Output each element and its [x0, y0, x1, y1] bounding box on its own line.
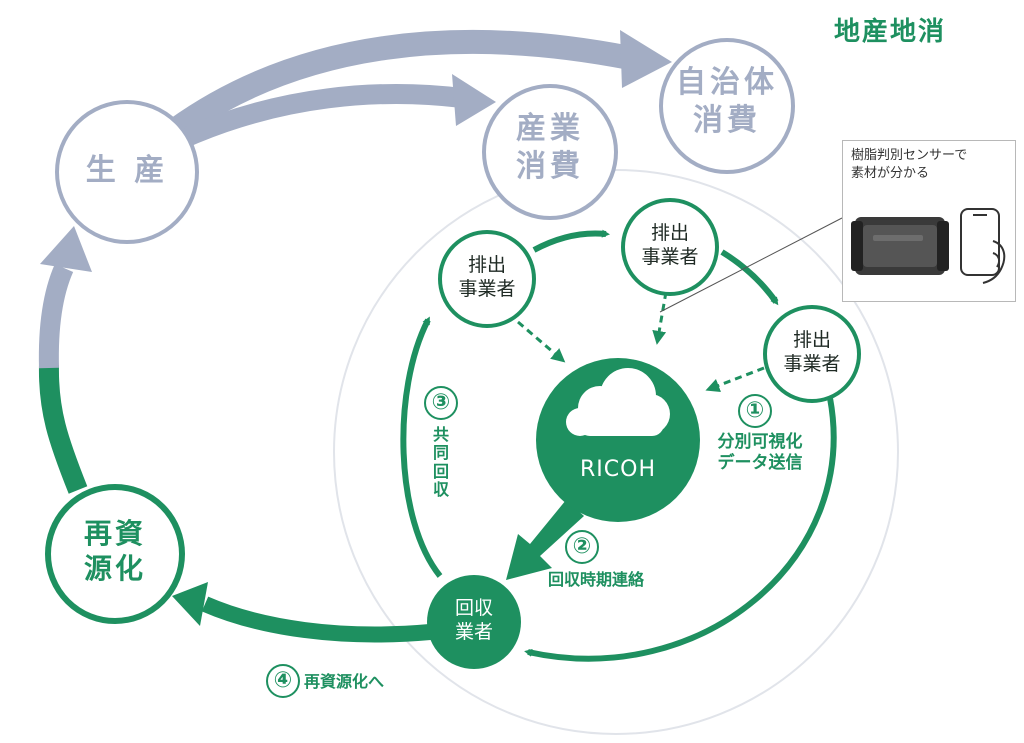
step2-number: ② — [565, 530, 599, 564]
node-industrial-consumption — [482, 84, 618, 220]
step3-label: 共 同 回 収 — [432, 425, 449, 500]
diagram-title: 地産地消 — [833, 17, 946, 47]
arrowhead-industrial — [452, 74, 496, 126]
callout-icons — [851, 208, 1006, 284]
node-production — [55, 100, 199, 244]
arrow-production-to-municipal — [167, 29, 633, 140]
arrow-emitter-c-to-collector — [524, 397, 837, 662]
dashed-arrow-emitter-c-to-ricoh — [705, 366, 765, 393]
label-emitter-b: 排出 事業者 — [641, 222, 699, 268]
step1-number: ① — [738, 394, 772, 428]
arrowhead-step4 — [172, 582, 208, 626]
label-emitter-c: 排出 事業者 — [783, 329, 841, 375]
dashed-arrow-emitter-b-to-ricoh — [652, 291, 668, 345]
sensor-device-icon — [851, 217, 949, 275]
arrow-step4 — [201, 596, 431, 643]
arrow-production-to-industrial — [175, 84, 464, 150]
smartphone-hand-icon — [960, 208, 1006, 284]
arrow-emitter-b-to-c — [720, 249, 779, 306]
step1-label: 分別可視化 データ送信 — [717, 432, 803, 474]
step2-label: 回収時期連絡 — [548, 570, 645, 589]
label-emitter-a: 排出 事業者 — [458, 254, 516, 300]
node-emitter-a — [438, 230, 536, 328]
arrow-recycling-to-production-green — [38, 364, 88, 494]
label-recycling: 再資 源化 — [83, 517, 146, 585]
step4-number: ④ — [266, 664, 300, 698]
callout-pointer — [659, 217, 843, 313]
step4-label: 再資源化へ — [304, 672, 385, 691]
arrowhead-municipal — [620, 30, 672, 88]
node-emitter-c — [763, 305, 861, 403]
arrow-emitter-a-to-b — [532, 229, 610, 253]
node-collector — [427, 575, 521, 669]
arrow-recycling-to-production-gray — [38, 263, 74, 369]
node-emitter-b — [621, 198, 719, 296]
arrow-step3-collector-to-emitter-a — [400, 316, 443, 578]
node-municipal-consumption — [659, 38, 795, 174]
label-industrial-consumption: 産業 消費 — [516, 111, 584, 184]
cloud-icon — [566, 368, 670, 436]
label-collector: 回収 業者 — [454, 597, 493, 643]
dashed-arrow-emitter-a-to-ricoh — [517, 320, 566, 363]
label-ricoh: RICOH — [580, 457, 656, 482]
sensor-callout: 樹脂判別センサーで 素材が分かる — [842, 140, 1016, 302]
callout-text: 樹脂判別センサーで 素材が分かる — [851, 148, 968, 182]
step3-number: ③ — [424, 386, 458, 420]
arrowhead-production — [40, 226, 92, 272]
label-municipal-consumption: 自治体 消費 — [676, 65, 778, 138]
arrow-step2 — [506, 500, 584, 580]
label-production: 生 産 — [85, 153, 169, 188]
node-recycling — [45, 484, 185, 624]
